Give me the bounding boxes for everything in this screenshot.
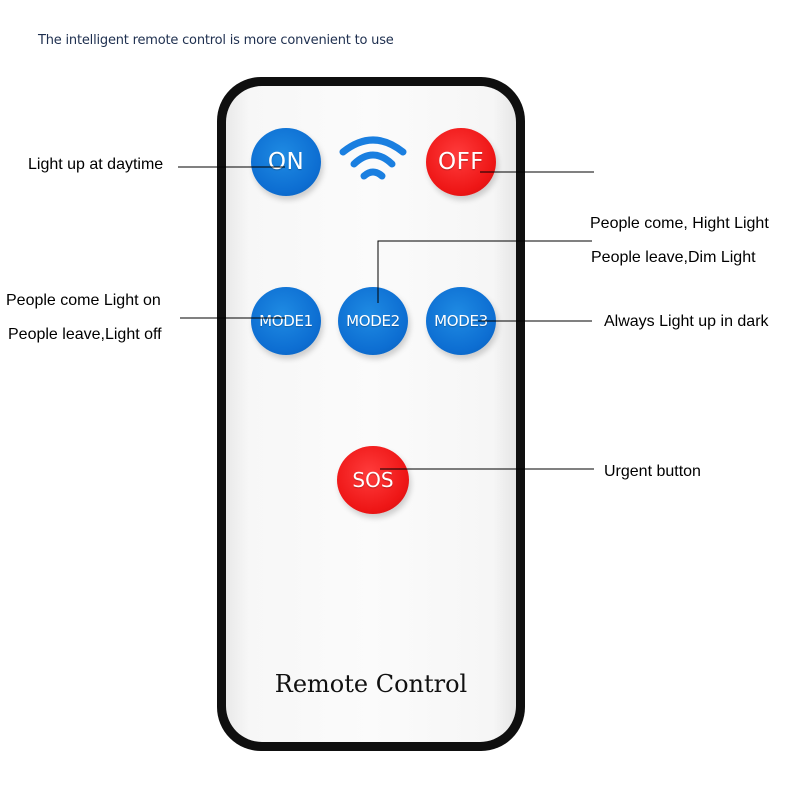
annotation-mode1-line2: People leave,Light off: [8, 326, 162, 343]
annotation-on: Light up at daytime: [28, 156, 164, 173]
wifi-signal-icon: [339, 136, 407, 180]
annotation-mode1-line1: People come Light on: [6, 292, 161, 309]
leader-line-mode2: [377, 240, 592, 303]
header-caption: The intelligent remote control is more c…: [38, 33, 394, 48]
annotation-mode3: Always Light up in dark: [604, 313, 769, 330]
mode2-button[interactable]: MODE2: [338, 287, 408, 355]
sos-button[interactable]: SOS: [337, 446, 409, 514]
annotation-mode2-line1: People come, Hight Light: [590, 215, 769, 232]
on-button[interactable]: ON: [251, 128, 321, 196]
mode1-button[interactable]: MODE1: [251, 287, 321, 355]
annotation-sos: Urgent button: [604, 463, 701, 480]
annotation-mode2-line2: People leave,Dim Light: [591, 249, 756, 266]
off-button[interactable]: OFF: [426, 128, 496, 196]
remote-brand-label: Remote Control: [274, 670, 468, 698]
